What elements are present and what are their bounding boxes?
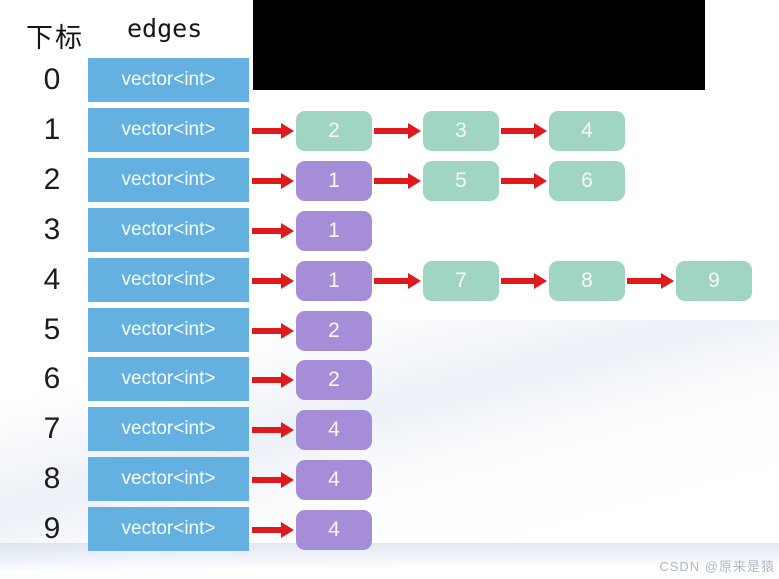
vector-box-label: vector<int> bbox=[121, 319, 216, 340]
edge-node: 2 bbox=[296, 111, 372, 151]
arrow-icon bbox=[627, 273, 674, 289]
vector-box-label: vector<int> bbox=[121, 169, 216, 190]
arrow-shaft bbox=[374, 128, 411, 134]
row-index-label: 3 bbox=[43, 213, 61, 246]
index-column-header: 下标 bbox=[26, 23, 84, 53]
row-index-label: 5 bbox=[43, 313, 61, 346]
arrow-head bbox=[281, 422, 294, 438]
arrow-shaft bbox=[252, 228, 284, 234]
arrow-shaft bbox=[252, 328, 284, 334]
arrow-head bbox=[408, 173, 421, 189]
vector-box: vector<int> bbox=[88, 258, 249, 302]
arrow-shaft bbox=[501, 178, 537, 184]
arrow-icon bbox=[252, 372, 294, 388]
arrow-icon bbox=[252, 472, 294, 488]
edge-node: 1 bbox=[296, 261, 372, 301]
vector-box: vector<int> bbox=[88, 208, 249, 252]
arrow-head bbox=[281, 173, 294, 189]
edge-node: 1 bbox=[296, 161, 372, 201]
arrow-icon bbox=[252, 522, 294, 538]
arrow-head bbox=[281, 273, 294, 289]
arrow-head bbox=[281, 323, 294, 339]
row-index-label: 1 bbox=[43, 113, 61, 146]
edge-node: 1 bbox=[296, 211, 372, 251]
vector-box: vector<int> bbox=[88, 407, 249, 451]
vector-box-label: vector<int> bbox=[121, 518, 216, 539]
row-index-label: 6 bbox=[43, 362, 61, 395]
row-index-label: 7 bbox=[43, 412, 61, 445]
edge-node: 2 bbox=[296, 311, 372, 351]
arrow-shaft bbox=[252, 278, 284, 284]
row-index-label: 4 bbox=[43, 263, 61, 296]
arrow-head bbox=[281, 372, 294, 388]
vector-box: vector<int> bbox=[88, 58, 249, 102]
vector-box: vector<int> bbox=[88, 308, 249, 352]
vector-box: vector<int> bbox=[88, 108, 249, 152]
edge-node: 3 bbox=[423, 111, 499, 151]
arrow-shaft bbox=[252, 477, 284, 483]
row-index-label: 9 bbox=[43, 512, 61, 545]
arrow-icon bbox=[501, 173, 547, 189]
watermark-text: CSDN @原来是猿 bbox=[659, 559, 775, 574]
arrow-shaft bbox=[374, 278, 411, 284]
arrow-icon bbox=[374, 123, 421, 139]
vector-box: vector<int> bbox=[88, 457, 249, 501]
arrow-shaft bbox=[252, 377, 284, 383]
arrow-head bbox=[534, 273, 547, 289]
vector-box-label: vector<int> bbox=[121, 368, 216, 389]
arrow-shaft bbox=[501, 128, 537, 134]
arrow-head bbox=[281, 522, 294, 538]
arrow-icon bbox=[252, 123, 294, 139]
row-index-label: 8 bbox=[43, 462, 61, 495]
edge-node: 6 bbox=[549, 161, 625, 201]
arrow-icon bbox=[501, 273, 547, 289]
arrow-head bbox=[661, 273, 674, 289]
arrow-head bbox=[534, 173, 547, 189]
vector-box: vector<int> bbox=[88, 507, 249, 551]
vector-box-label: vector<int> bbox=[121, 269, 216, 290]
arrow-head bbox=[281, 472, 294, 488]
arrow-icon bbox=[374, 273, 421, 289]
arrow-icon bbox=[374, 173, 421, 189]
arrow-shaft bbox=[627, 278, 664, 284]
vector-box-label: vector<int> bbox=[121, 69, 216, 90]
arrow-head bbox=[281, 123, 294, 139]
vector-box-label: vector<int> bbox=[121, 219, 216, 240]
arrow-head bbox=[408, 123, 421, 139]
edge-node: 5 bbox=[423, 161, 499, 201]
blacked-out-panel bbox=[253, 0, 705, 90]
edges-column-header: edges bbox=[127, 14, 203, 43]
vector-box-label: vector<int> bbox=[121, 418, 216, 439]
edge-node: 4 bbox=[549, 111, 625, 151]
arrow-icon bbox=[252, 323, 294, 339]
arrow-shaft bbox=[252, 178, 284, 184]
arrow-shaft bbox=[252, 427, 284, 433]
row-index-label: 0 bbox=[43, 63, 61, 96]
arrow-icon bbox=[252, 273, 294, 289]
arrow-shaft bbox=[374, 178, 411, 184]
edge-node: 9 bbox=[676, 261, 752, 301]
edge-node: 2 bbox=[296, 360, 372, 400]
edge-node: 4 bbox=[296, 410, 372, 450]
vector-box-label: vector<int> bbox=[121, 119, 216, 140]
row-index-label: 2 bbox=[43, 163, 61, 196]
arrow-icon bbox=[252, 223, 294, 239]
arrow-head bbox=[281, 223, 294, 239]
vector-box-label: vector<int> bbox=[121, 468, 216, 489]
arrow-shaft bbox=[252, 128, 284, 134]
arrow-icon bbox=[252, 422, 294, 438]
edge-node: 4 bbox=[296, 510, 372, 550]
arrow-icon bbox=[501, 123, 547, 139]
arrow-icon bbox=[252, 173, 294, 189]
vector-box: vector<int> bbox=[88, 357, 249, 401]
arrow-shaft bbox=[252, 527, 284, 533]
edge-node: 8 bbox=[549, 261, 625, 301]
edge-node: 4 bbox=[296, 460, 372, 500]
arrow-head bbox=[534, 123, 547, 139]
arrow-head bbox=[408, 273, 421, 289]
edge-node: 7 bbox=[423, 261, 499, 301]
arrow-shaft bbox=[501, 278, 537, 284]
vector-box: vector<int> bbox=[88, 158, 249, 202]
